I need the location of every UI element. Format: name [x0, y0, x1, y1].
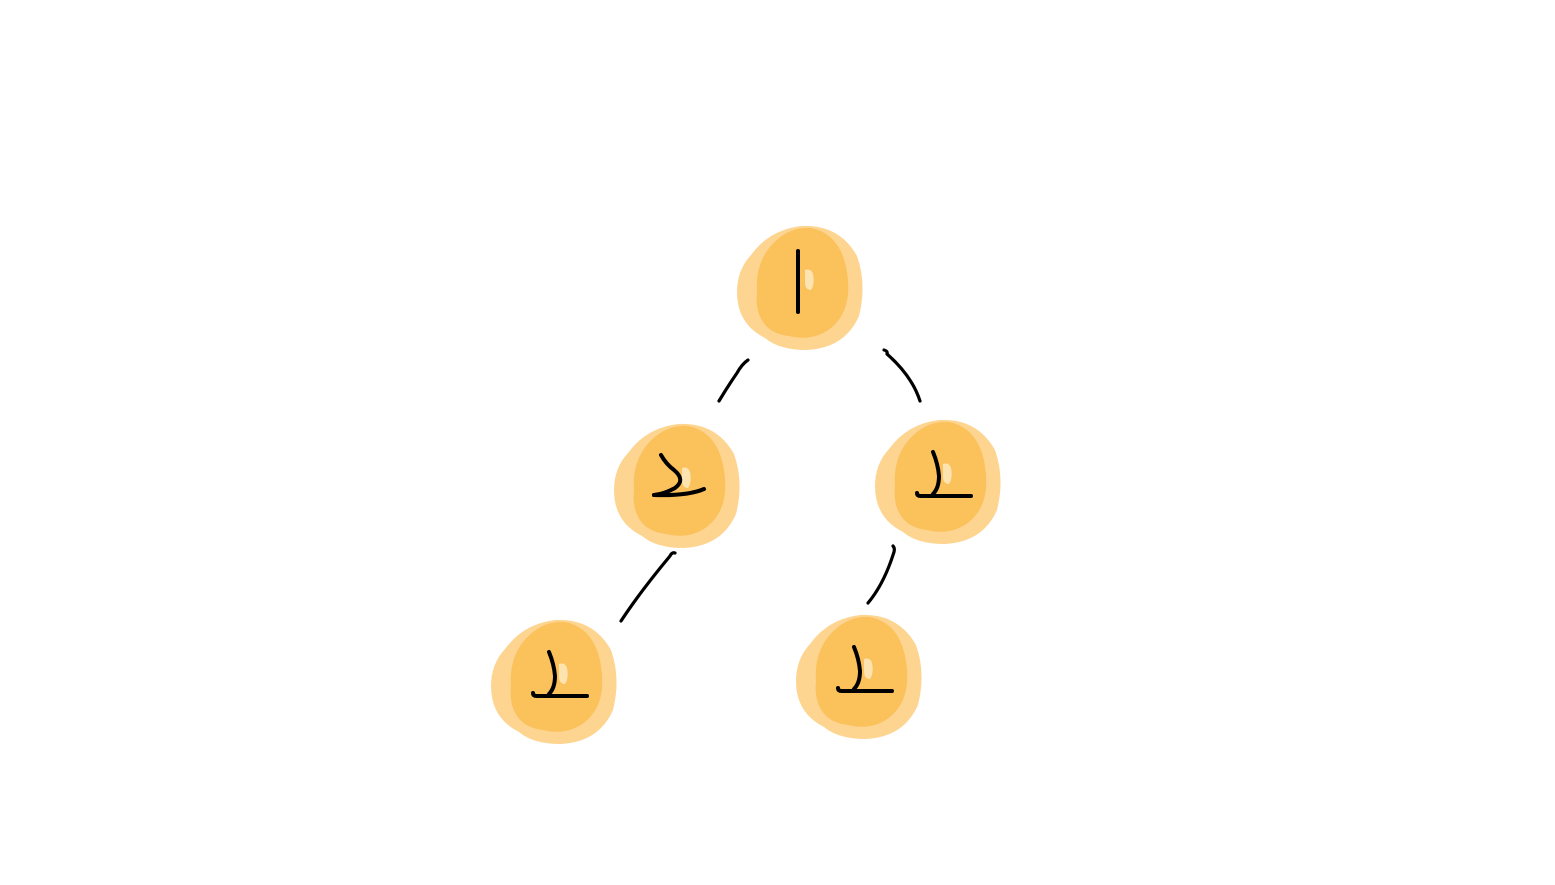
- tree-node-right-left: 2: [796, 614, 922, 739]
- tree-node-right: 2: [875, 419, 1001, 544]
- node-inner-fill: [756, 227, 849, 338]
- edges-layer: [619, 348, 922, 623]
- edge-root-to-left: [717, 358, 750, 403]
- node-highlight: [805, 269, 814, 290]
- tree-node-root: 1: [737, 225, 863, 350]
- node-label-glyph: [915, 450, 973, 498]
- node-highlight: [682, 467, 691, 488]
- node-label-glyph: [652, 453, 706, 498]
- node-highlight: [864, 658, 873, 679]
- node-highlight: [559, 663, 568, 684]
- tree-node-left: 2: [614, 423, 740, 548]
- node-label-glyph: [531, 650, 589, 698]
- edge-left-to-left-left: [619, 551, 677, 623]
- node-label-glyph: [836, 645, 894, 693]
- edge-root-to-right: [882, 348, 922, 403]
- edge-right-to-right-left: [866, 544, 896, 605]
- tree-node-left-left: 2: [491, 619, 617, 744]
- node-highlight: [943, 463, 952, 484]
